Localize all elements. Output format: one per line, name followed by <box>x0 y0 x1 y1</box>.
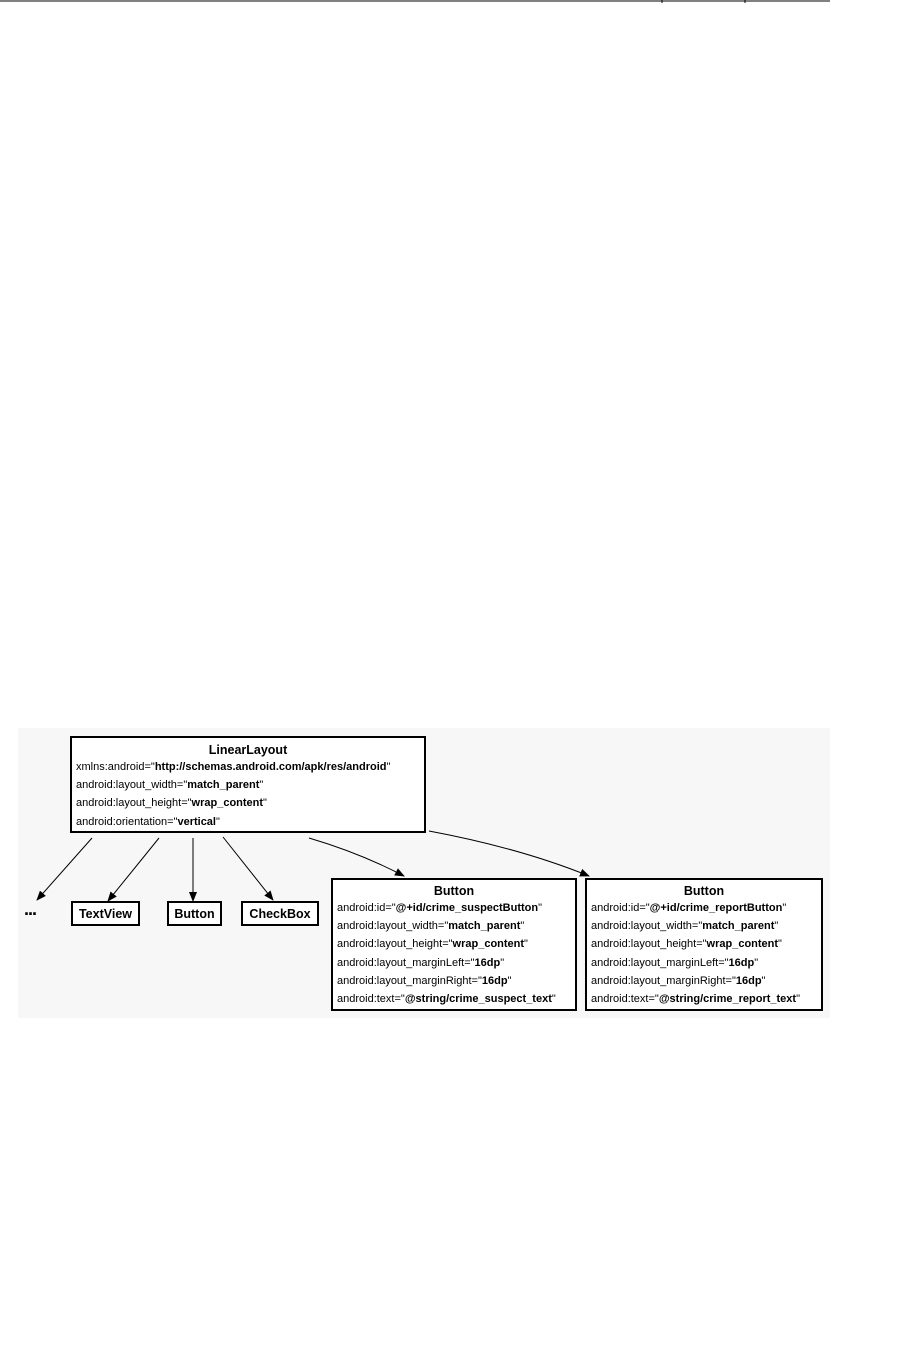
attr-layout-width: android:layout_width="match_parent" <box>76 779 264 792</box>
attr-id: android:id="@+id/crime_reportButton" <box>591 902 787 914</box>
attr-text: android:text="@string/crime_report_text" <box>591 993 800 1006</box>
suspect-button-node: Button android:id="@+id/crime_suspectBut… <box>331 878 577 1011</box>
attr-layout-width: android:layout_width="match_parent" <box>337 920 525 933</box>
attr-margin-right: android:layout_marginRight="16dp" <box>337 974 512 987</box>
attr-layout-height: android:layout_height="wrap_content" <box>76 797 267 810</box>
attr-layout-height: android:layout_height="wrap_content" <box>591 938 782 951</box>
more-children-ellipsis: ... <box>24 899 37 919</box>
attr-text: android:text="@string/crime_suspect_text… <box>337 993 556 1006</box>
button-node: Button <box>167 901 222 926</box>
attr-orientation: android:orientation="vertical" <box>76 815 220 828</box>
page-header-rule <box>0 0 830 3</box>
report-button-node: Button android:id="@+id/crime_reportButt… <box>585 878 823 1011</box>
linear-layout-node: LinearLayout xmlns:android="http://schem… <box>70 736 426 833</box>
attr-xmlns: xmlns:android="http://schemas.android.co… <box>76 761 391 773</box>
checkbox-node: CheckBox <box>241 901 319 926</box>
attr-margin-left: android:layout_marginLeft="16dp" <box>337 956 505 969</box>
attr-layout-height: android:layout_height="wrap_content" <box>337 938 528 951</box>
attr-margin-right: android:layout_marginRight="16dp" <box>591 974 766 987</box>
suspect-button-title: Button <box>433 884 475 898</box>
attr-margin-left: android:layout_marginLeft="16dp" <box>591 956 759 969</box>
textview-node: TextView <box>71 901 140 926</box>
report-button-title: Button <box>683 884 725 898</box>
attr-layout-width: android:layout_width="match_parent" <box>591 920 779 933</box>
attr-id: android:id="@+id/crime_suspectButton" <box>337 902 543 914</box>
linear-layout-title: LinearLayout <box>208 743 288 757</box>
